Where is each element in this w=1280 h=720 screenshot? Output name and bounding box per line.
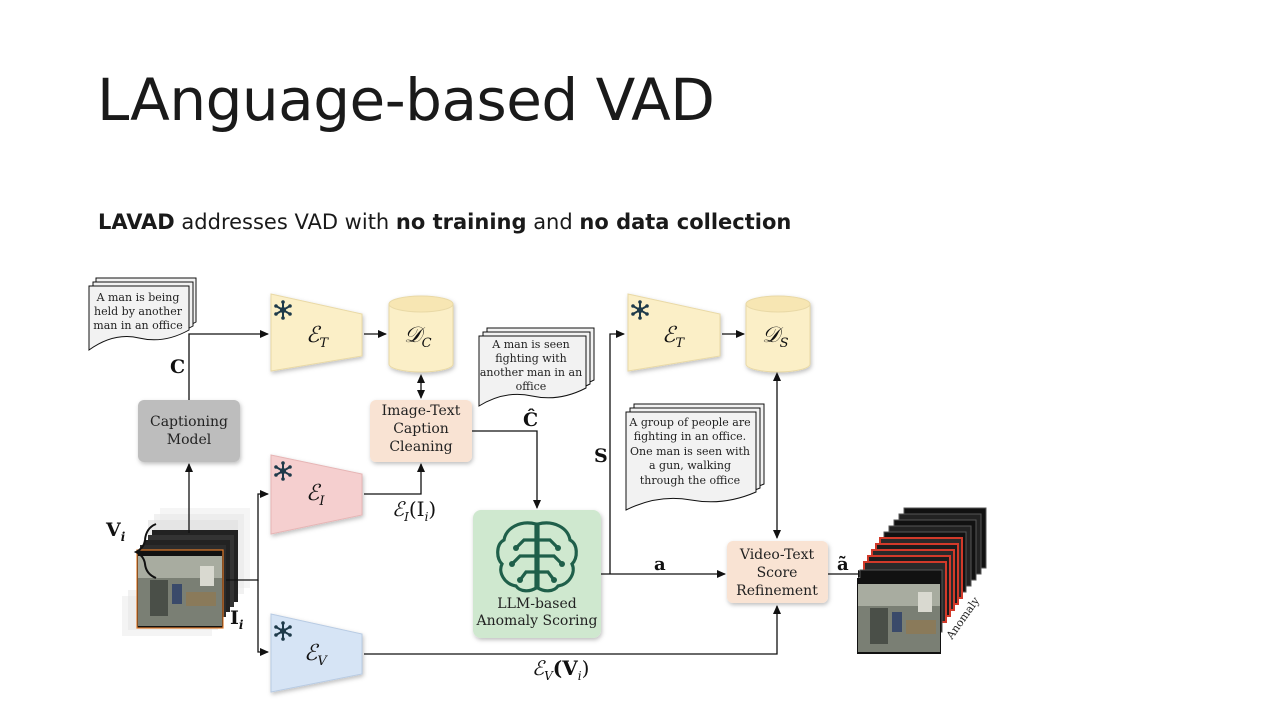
llm-line-1: LLM-based [497,596,576,612]
database-d-c-symbol: 𝒟C [404,323,432,351]
cleaning-line-1: Image-Text [382,403,461,419]
subtitle-lavad: LAVAD [98,210,175,234]
image-encoder-symbol: ℰI [306,481,325,509]
arrow-llm-to-text-encoder-2 [609,330,625,574]
label-S: S [594,445,608,467]
arrow-frames-to-image-encoder [226,490,269,581]
label-E-I-of-I: ℰI(Ii) [392,497,436,524]
llm-line-2: Anomaly Scoring [475,613,597,629]
summary-document-stack: A group of people are fighting in an off… [625,403,765,511]
caption-doc-line-3: man in an office [93,319,182,332]
cleaned-caption-document-stack: A man is seen fighting with another man … [478,327,595,407]
arrow-captions-to-text-encoder [188,330,269,400]
output-video-frames [857,507,987,654]
text-encoder-2: ℰT [627,293,721,372]
frames-brace [133,523,157,579]
label-a: a [654,554,666,575]
captioning-model-line-2: Model [167,432,212,448]
arrow-cleaning-to-llm [472,430,541,509]
clean-doc-line-3: another man in an [480,366,582,379]
text-encoder-1: ℰT [270,293,363,372]
label-a-tilde: ã [837,554,849,575]
arrow-frames-to-video-encoder [257,580,269,656]
summary-doc-line-3: One man is seen with [630,445,750,458]
text-encoder-2-symbol: ℰT [662,323,685,351]
label-V-i: Vi [105,519,126,544]
image-encoder: ℰI [270,454,363,535]
caption-doc-line-1: A man is being [96,291,180,304]
cleaning-line-3: Cleaning [389,439,452,455]
label-I-i: Ii [230,607,244,632]
input-video-frames [122,508,250,636]
subtitle-no-training: no training [395,210,527,234]
database-d-s-symbol: 𝒟S [762,323,789,351]
captioning-model-line-1: Captioning [150,414,228,430]
text-encoder-1-symbol: ℰT [306,323,329,351]
label-C: C [170,356,185,378]
label-E-V-of-V: ℰV(Vi) [532,656,589,683]
subtitle-text-2: and [526,210,580,234]
clean-doc-line-2: fighting with [495,352,566,365]
summary-doc-line-2: fighting in an office. [634,430,746,443]
subtitle-text-1: addresses VAD with [174,210,396,234]
llm-anomaly-scoring-box: LLM-based Anomaly Scoring [473,510,601,638]
brain-icon [496,521,578,593]
video-encoder: ℰV [270,613,363,693]
database-d-c [388,295,454,373]
summary-doc-line-4: a gun, walking [649,459,731,472]
captioning-model-box: Captioning Model [138,400,240,462]
slide-subtitle: LAVAD addresses VAD with no training and… [98,210,791,234]
image-text-caption-cleaning-box: Image-Text Caption Cleaning [370,400,472,462]
caption-doc-line-2: held by another [94,305,183,318]
refinement-line-3: Refinement [736,583,818,599]
caption-document-stack: A man is being held by another man in an… [88,277,197,351]
label-C-hat: Ĉ [523,408,538,431]
refinement-line-1: Video-Text [739,547,815,563]
slide-title: LAnguage-based VAD [97,66,715,134]
arrow-video-encoder-to-refinement [364,605,781,655]
clean-doc-line-1: A man is seen [491,338,569,351]
summary-doc-line-5: through the office [640,474,740,487]
video-encoder-symbol: ℰV [304,641,328,669]
summary-doc-line-1: A group of people are [628,416,750,429]
subtitle-no-data-collection: no data collection [579,210,792,234]
clean-doc-line-4: office [516,380,547,393]
arrow-image-encoder-to-cleaning [364,463,425,495]
refinement-line-2: Score [757,565,798,581]
video-text-score-refinement-box: Video-Text Score Refinement [727,541,828,603]
database-d-s [745,295,811,373]
cleaning-line-2: Caption [393,421,449,437]
